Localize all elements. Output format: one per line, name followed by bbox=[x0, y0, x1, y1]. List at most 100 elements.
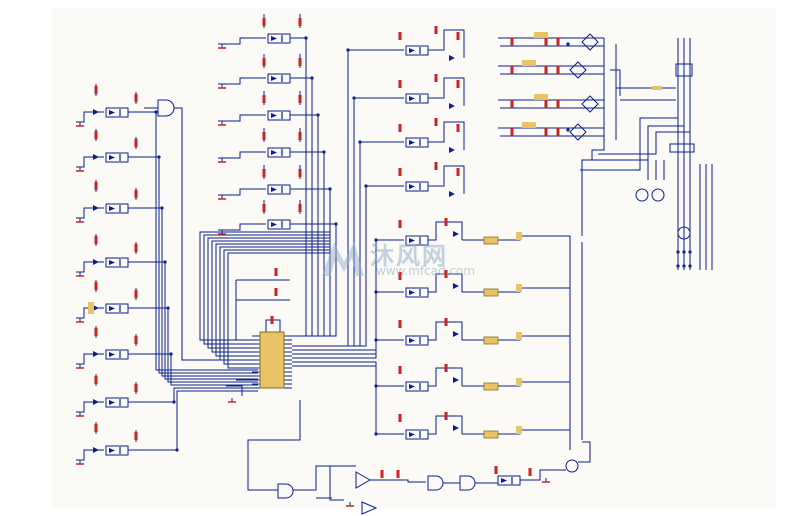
bridge-rectifier bbox=[581, 95, 599, 113]
optocoupler-block bbox=[105, 397, 129, 408]
junction-dot bbox=[328, 187, 332, 191]
resistor bbox=[556, 38, 560, 46]
junction-dot bbox=[682, 250, 686, 254]
buzzer bbox=[565, 459, 579, 473]
led-triangle bbox=[109, 260, 115, 265]
component-layer bbox=[76, 18, 695, 515]
resistor bbox=[456, 80, 460, 88]
resistor bbox=[398, 168, 402, 176]
wire bbox=[144, 390, 258, 451]
resistor bbox=[134, 94, 138, 102]
comparator bbox=[355, 471, 372, 489]
wire bbox=[428, 321, 463, 341]
resistor bbox=[528, 468, 532, 476]
junction-dot bbox=[374, 338, 378, 342]
wire bbox=[598, 131, 690, 155]
resistor bbox=[456, 168, 460, 176]
diode bbox=[93, 154, 99, 160]
motor-symbol bbox=[677, 226, 691, 240]
optocoupler-block bbox=[105, 349, 129, 360]
optocoupler-block bbox=[405, 45, 429, 56]
fuse bbox=[516, 284, 522, 292]
led-triangle bbox=[109, 448, 115, 453]
wire bbox=[144, 261, 258, 380]
diode bbox=[453, 425, 459, 431]
resistor bbox=[444, 270, 448, 278]
optocoupler-block bbox=[105, 303, 129, 314]
resistor bbox=[298, 204, 302, 212]
wire bbox=[428, 77, 456, 99]
junction-dot bbox=[169, 352, 173, 356]
regulator bbox=[534, 94, 548, 100]
diode bbox=[93, 305, 99, 311]
resistor bbox=[274, 288, 278, 296]
junction-dot bbox=[374, 290, 378, 294]
junction-dot bbox=[334, 222, 338, 226]
resistor bbox=[434, 74, 438, 82]
junction-dot bbox=[676, 264, 680, 268]
wire bbox=[292, 185, 388, 347]
junction-dot bbox=[175, 448, 179, 452]
wire bbox=[292, 340, 377, 359]
wire bbox=[144, 156, 258, 374]
wire bbox=[580, 117, 678, 171]
led-triangle bbox=[409, 384, 415, 389]
diode bbox=[93, 259, 99, 265]
diode bbox=[453, 331, 459, 337]
junction-dot bbox=[154, 110, 158, 114]
resistor bbox=[134, 384, 138, 392]
resistor bbox=[94, 282, 98, 290]
junction-dot bbox=[676, 250, 680, 254]
schematic-sheet bbox=[52, 8, 776, 508]
resistor bbox=[94, 236, 98, 244]
optocoupler-block bbox=[105, 203, 129, 214]
wire bbox=[456, 29, 465, 58]
led-triangle bbox=[271, 150, 277, 155]
resistor bbox=[262, 58, 266, 66]
resistor bbox=[510, 100, 514, 108]
diode bbox=[93, 109, 99, 115]
comparator bbox=[361, 501, 378, 515]
wire bbox=[428, 273, 463, 293]
resistor bbox=[134, 290, 138, 298]
and-gate bbox=[427, 475, 444, 491]
resistor bbox=[262, 169, 266, 177]
diode bbox=[453, 231, 459, 237]
resistor bbox=[556, 66, 560, 74]
wire bbox=[218, 77, 266, 85]
resistor bbox=[444, 218, 448, 226]
relay-coil bbox=[483, 336, 499, 345]
wire bbox=[428, 29, 456, 51]
optocoupler-block bbox=[267, 73, 291, 84]
resistor bbox=[134, 336, 138, 344]
wire bbox=[456, 77, 465, 106]
junction-dot bbox=[352, 96, 356, 100]
resistor bbox=[380, 470, 384, 478]
resistor bbox=[510, 38, 514, 46]
resistor bbox=[94, 182, 98, 190]
resistor bbox=[94, 424, 98, 432]
resistor bbox=[298, 132, 302, 140]
resistor bbox=[94, 131, 98, 139]
relay-coil bbox=[483, 430, 499, 439]
optocoupler-block bbox=[267, 147, 291, 158]
junction-dot bbox=[316, 113, 320, 117]
wire bbox=[456, 165, 465, 194]
optocoupler-block bbox=[267, 33, 291, 44]
wire bbox=[610, 69, 621, 96]
optocoupler-block bbox=[405, 429, 429, 440]
wire bbox=[428, 121, 456, 143]
wire bbox=[144, 111, 258, 371]
resistor bbox=[398, 272, 402, 280]
wire bbox=[292, 365, 377, 434]
junction-dot bbox=[172, 400, 176, 404]
wire bbox=[207, 237, 330, 349]
optocoupler-block bbox=[267, 110, 291, 121]
resistor bbox=[398, 414, 402, 422]
wire bbox=[199, 231, 330, 341]
regulator bbox=[522, 122, 536, 128]
resistor bbox=[434, 162, 438, 170]
resistor bbox=[94, 86, 98, 94]
resistor bbox=[544, 66, 548, 74]
